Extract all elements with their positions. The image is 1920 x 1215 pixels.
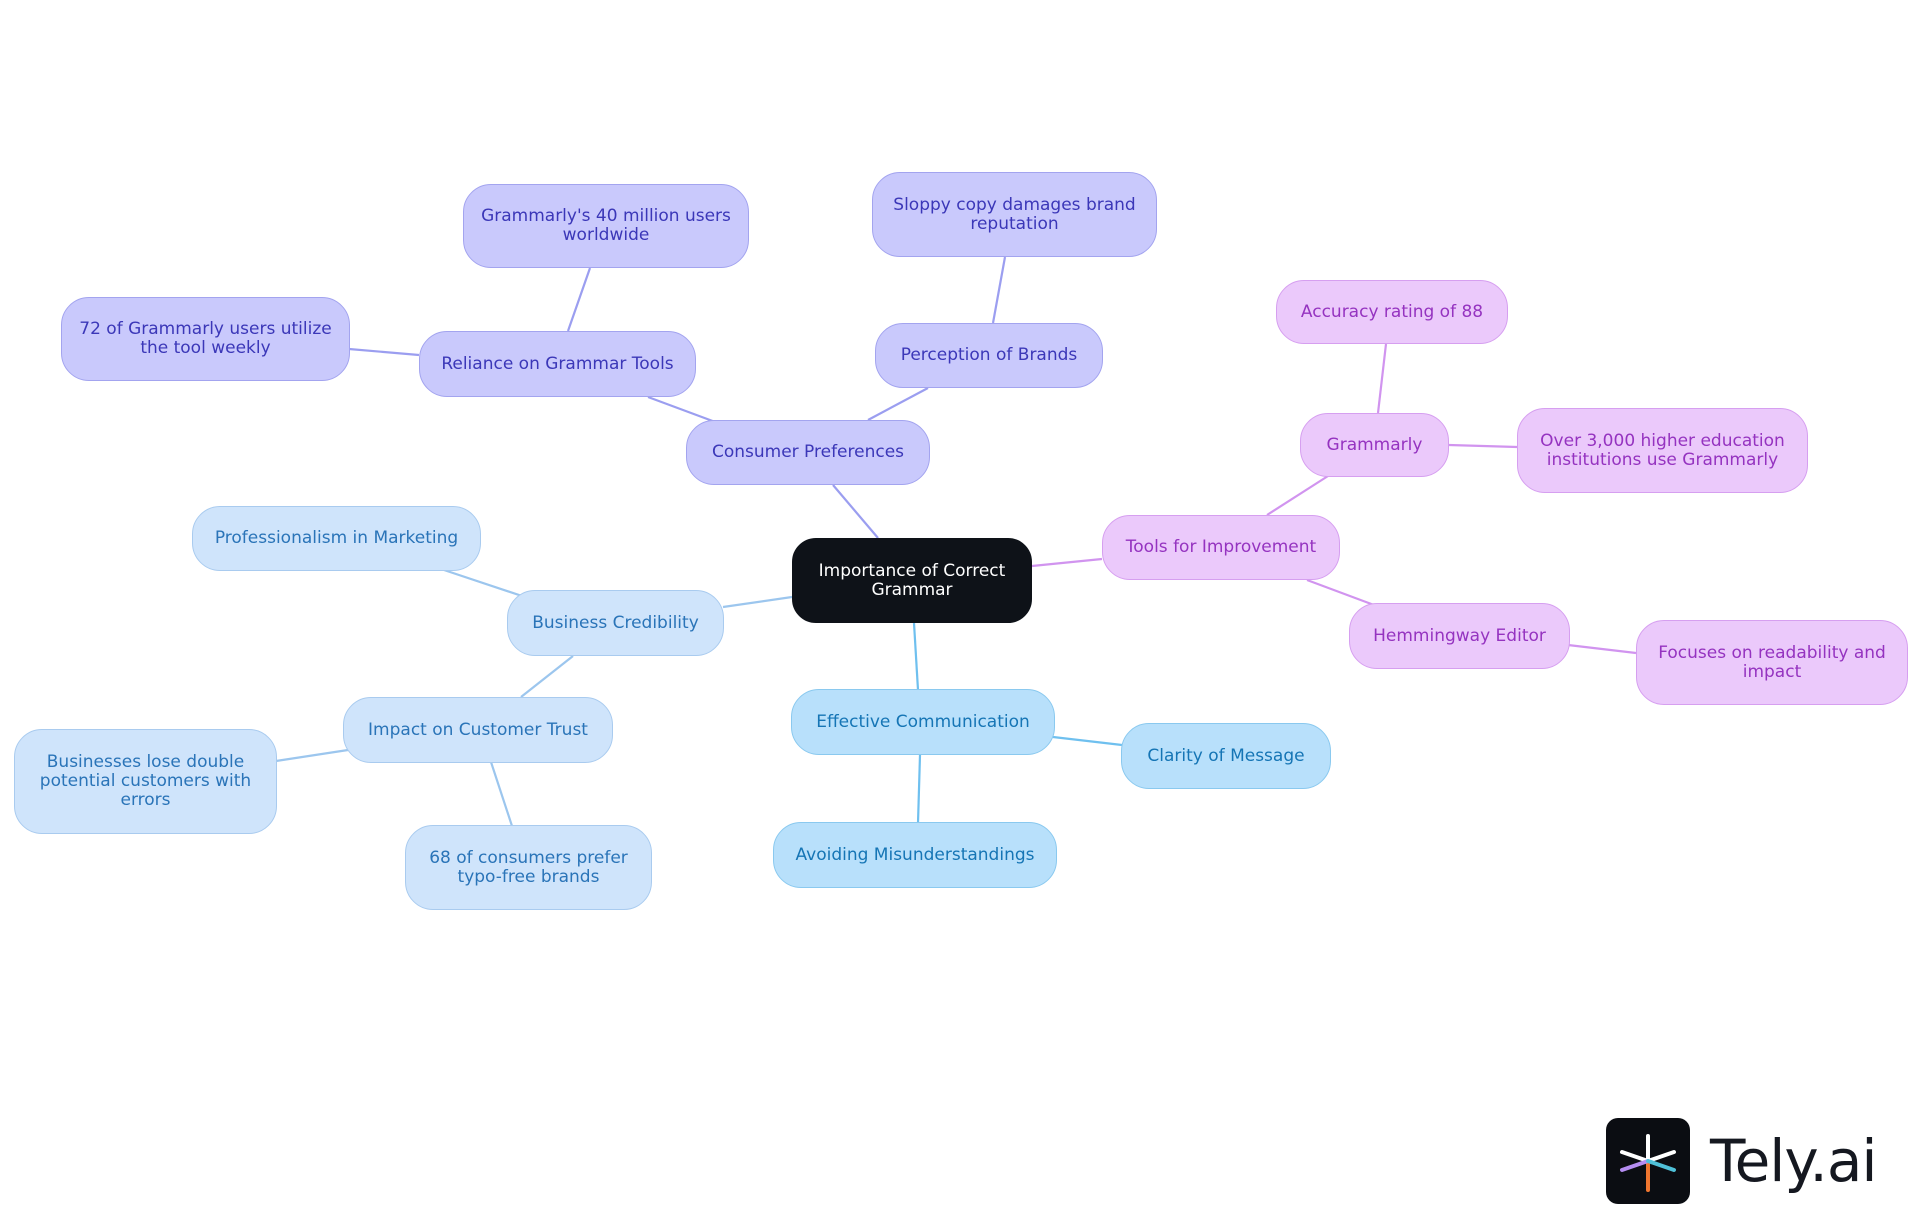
brand-name: Tely.ai — [1710, 1127, 1878, 1195]
edge-reliance-40m — [566, 267, 592, 332]
edge-center-credibility — [722, 595, 793, 609]
node-avoiding-misunderstandings[interactable]: Avoiding Misunderstandings — [773, 822, 1057, 888]
center-line-2: Grammar — [871, 579, 953, 600]
edge-center-tools — [1031, 557, 1103, 568]
node-perception-of-brands[interactable]: Perception of Brands — [875, 323, 1103, 388]
edge-center-communication — [912, 622, 920, 691]
node-reliance-on-grammar-tools[interactable]: Reliance on Grammar Tools — [419, 331, 696, 397]
node-hemmingway-editor[interactable]: Hemmingway Editor — [1349, 603, 1570, 669]
edge-trust-lose — [275, 748, 349, 763]
edge-hemingway-readability — [1567, 643, 1637, 655]
edge-reliance-72 — [348, 347, 420, 357]
node-consumer-preferences[interactable]: Consumer Preferences — [686, 420, 930, 485]
tely-logo-icon — [1606, 1118, 1690, 1204]
node-business-credibility[interactable]: Business Credibility — [507, 590, 724, 656]
edge-consumer-perception — [867, 387, 929, 421]
edge-credibility-professionalism — [443, 568, 529, 600]
node-grammarly[interactable]: Grammarly — [1300, 413, 1449, 477]
edge-consumer-reliance — [647, 395, 719, 425]
node-effective-communication[interactable]: Effective Communication — [791, 689, 1055, 755]
node-clarity-of-message[interactable]: Clarity of Message — [1121, 723, 1331, 789]
node-impact-on-customer-trust[interactable]: Impact on Customer Trust — [343, 697, 613, 763]
edge-tools-hemingway — [1306, 578, 1375, 607]
node-accuracy-rating[interactable]: Accuracy rating of 88 — [1276, 280, 1508, 344]
center-line-1: Importance of Correct — [818, 560, 1006, 581]
edge-credibility-trust — [520, 655, 574, 698]
edge-grammarly-institutions — [1448, 443, 1518, 449]
edge-trust-typo — [489, 761, 514, 827]
edge-center-consumer — [832, 484, 879, 539]
edge-tools-grammarly — [1266, 475, 1329, 516]
node-tools-for-improvement[interactable]: Tools for Improvement — [1102, 515, 1340, 580]
node-professionalism-in-marketing[interactable]: Professionalism in Marketing — [192, 506, 481, 571]
edge-perception-sloppy — [991, 256, 1007, 324]
edge-grammarly-accuracy — [1376, 343, 1388, 414]
edge-communication-clarity — [1052, 735, 1123, 747]
logo-star-icon — [1620, 1134, 1676, 1192]
edge-communication-misunderstandings — [916, 754, 922, 824]
